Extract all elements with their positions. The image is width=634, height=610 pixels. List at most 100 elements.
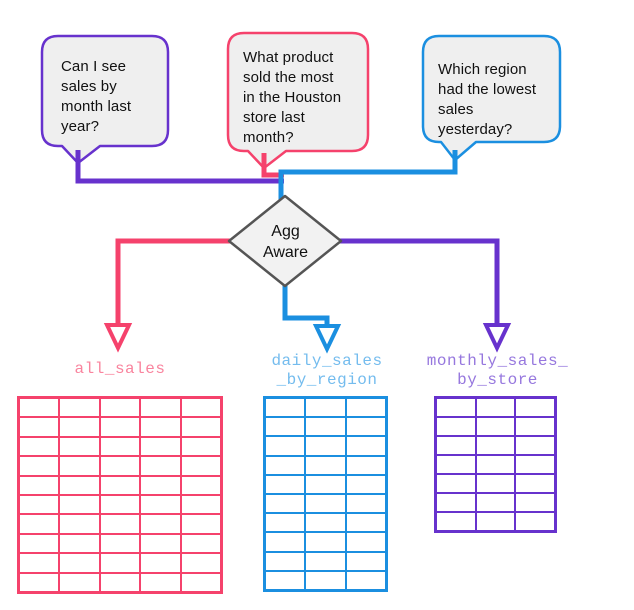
connector-pink-out-line: [115, 238, 236, 324]
table-cell: [100, 495, 140, 514]
table-cell: [20, 399, 59, 417]
table-cell: [141, 457, 180, 475]
table-label-all-sales: all_sales: [74, 360, 166, 378]
table-cell: [141, 554, 180, 572]
table-cell: [437, 399, 475, 416]
table-cell: [516, 418, 554, 435]
table-cell: [20, 573, 59, 591]
table-cell: [100, 573, 140, 591]
table-cell: [20, 515, 59, 533]
table-cell: [266, 571, 305, 589]
table-cell: [181, 573, 220, 591]
table-cell: [141, 573, 180, 591]
table-cell: [100, 534, 140, 553]
table-cell: [266, 418, 305, 436]
connector-blue-in-line: [278, 150, 458, 200]
table-cell: [60, 476, 99, 494]
table-cell: [20, 495, 59, 514]
table-cell: [181, 554, 220, 572]
table-cell: [181, 495, 220, 514]
table-cell: [181, 515, 220, 533]
table-cell: [266, 514, 305, 532]
table-cell: [437, 475, 475, 492]
table-cell: [60, 554, 99, 572]
table-cell: [141, 515, 180, 533]
table-cell: [141, 418, 180, 436]
table-cell: [346, 571, 385, 589]
table-cell: [346, 418, 385, 436]
table-cell: [20, 418, 59, 436]
speech-bubble-purple-shape: [40, 34, 170, 165]
table-cell: [266, 533, 305, 551]
connector-pink-in-line: [261, 153, 284, 178]
table-cell: [516, 456, 554, 473]
table-cell: [60, 534, 99, 553]
table-cell: [306, 418, 345, 436]
arrowhead-pink-icon: [103, 323, 133, 353]
speech-bubble-pink: [226, 31, 370, 170]
table-cell: [516, 437, 554, 454]
table-cell: [100, 457, 140, 475]
table-cell: [306, 456, 345, 474]
table-cell: [516, 513, 554, 530]
table-cell: [266, 399, 305, 417]
table-cell: [476, 456, 515, 473]
table-cell: [266, 495, 305, 513]
table-cell: [306, 437, 345, 455]
table-cell: [306, 533, 345, 551]
table-cell: [60, 437, 99, 456]
table-cell: [437, 513, 475, 530]
table-cell: [181, 418, 220, 436]
table-label-monthly-sales-by-store: monthly_sales_ by_store: [426, 352, 569, 389]
table-cell: [60, 515, 99, 533]
table-cell: [266, 456, 305, 474]
table-cell: [476, 513, 515, 530]
speech-bubble-pink-shape: [226, 31, 370, 170]
table-cell: [437, 437, 475, 454]
table-cell: [306, 552, 345, 570]
table-cell: [181, 534, 220, 553]
table-cell: [60, 495, 99, 514]
question-text-3: Which region had the lowest sales yester…: [438, 61, 537, 138]
table-cell: [437, 418, 475, 435]
table-cell: [306, 475, 345, 493]
table-cell: [141, 399, 180, 417]
table-cell: [20, 457, 59, 475]
table-cell: [346, 456, 385, 474]
connector-purple-out-line: [335, 238, 500, 324]
table-cell: [20, 534, 59, 553]
connector-blue-out-line: [282, 283, 330, 325]
table-cell: [476, 494, 515, 511]
arrowhead-purple-icon: [482, 323, 512, 353]
table-cell: [60, 399, 99, 417]
table-cell: [516, 399, 554, 416]
table-cell: [306, 571, 345, 589]
table-cell: [266, 437, 305, 455]
table-cell: [476, 437, 515, 454]
table-cell: [141, 476, 180, 494]
table-label-daily-sales-by-region: daily_sales _by_region: [271, 352, 383, 389]
table-cell: [346, 552, 385, 570]
table-cell: [346, 495, 385, 513]
table-cell: [60, 573, 99, 591]
arrowhead-blue-icon: [312, 324, 342, 354]
table-cell: [100, 399, 140, 417]
table-cell: [476, 399, 515, 416]
question-text-1: Can I see sales by month last year?: [61, 58, 132, 135]
table-daily-sales-by-region: [263, 396, 388, 592]
table-cell: [516, 475, 554, 492]
table-cell: [100, 515, 140, 533]
table-cell: [516, 494, 554, 511]
table-cell: [60, 457, 99, 475]
table-cell: [346, 475, 385, 493]
table-all-sales: [17, 396, 223, 594]
table-cell: [100, 476, 140, 494]
decision-label: Agg Aware: [262, 222, 309, 261]
table-monthly-sales-by-store: [434, 396, 557, 533]
speech-bubble-blue-shape: [421, 34, 562, 162]
table-cell: [181, 437, 220, 456]
table-cell: [100, 418, 140, 436]
table-cell: [100, 437, 140, 456]
table-cell: [20, 476, 59, 494]
